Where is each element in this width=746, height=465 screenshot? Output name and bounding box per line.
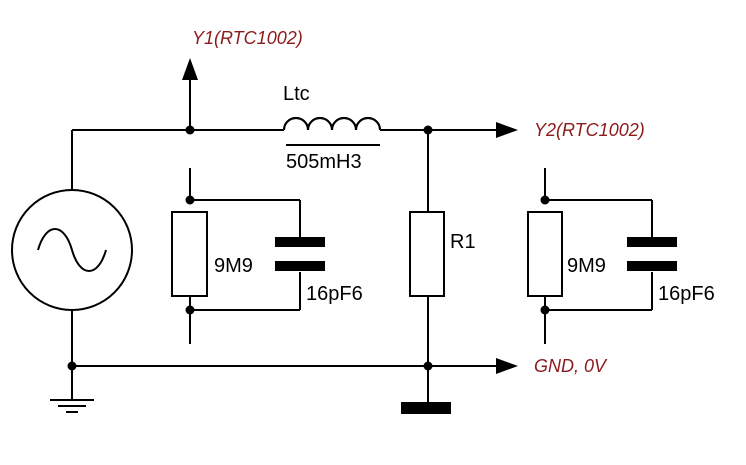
probe2-resistor	[527, 211, 563, 297]
y1-probe-label: Y1(RTC1002)	[192, 28, 303, 48]
junction-dot	[540, 305, 550, 315]
ac-source-icon	[11, 189, 133, 311]
inductor-value: 505mH3	[286, 151, 362, 173]
probe1-resistance-label: 9M9	[214, 255, 253, 277]
probe2-capacitance-label: 16pF6	[658, 283, 715, 305]
junction-dot	[423, 125, 433, 135]
inductor-name: Ltc	[283, 83, 310, 105]
r1-resistor	[409, 211, 445, 297]
inductor-coil	[282, 116, 382, 131]
junction-dot	[185, 305, 195, 315]
probe2-cap-plate-top	[627, 237, 677, 247]
probe1-capacitance-label: 16pF6	[306, 283, 363, 305]
probe2-cap-plate-bottom	[627, 261, 677, 271]
y2-probe-label: Y2(RTC1002)	[534, 120, 645, 140]
chassis-ground-icon	[401, 402, 451, 414]
probe1-cap-plate-bottom	[275, 261, 325, 271]
arrow-icon	[182, 58, 198, 80]
arrow-icon	[496, 358, 518, 374]
probe2-resistance-label: 9M9	[567, 255, 606, 277]
arrow-icon	[496, 122, 518, 138]
junction-dot	[540, 195, 550, 205]
junction-dot	[185, 195, 195, 205]
junction-dot	[185, 125, 195, 135]
junction-dot	[67, 361, 77, 371]
junction-dot	[423, 361, 433, 371]
sine-wave-glyph	[37, 228, 107, 272]
gnd-probe-label: GND, 0V	[534, 356, 608, 376]
probe1-cap-plate-top	[275, 237, 325, 247]
resistor-name: R1	[450, 231, 476, 253]
probe1-resistor	[171, 211, 208, 297]
